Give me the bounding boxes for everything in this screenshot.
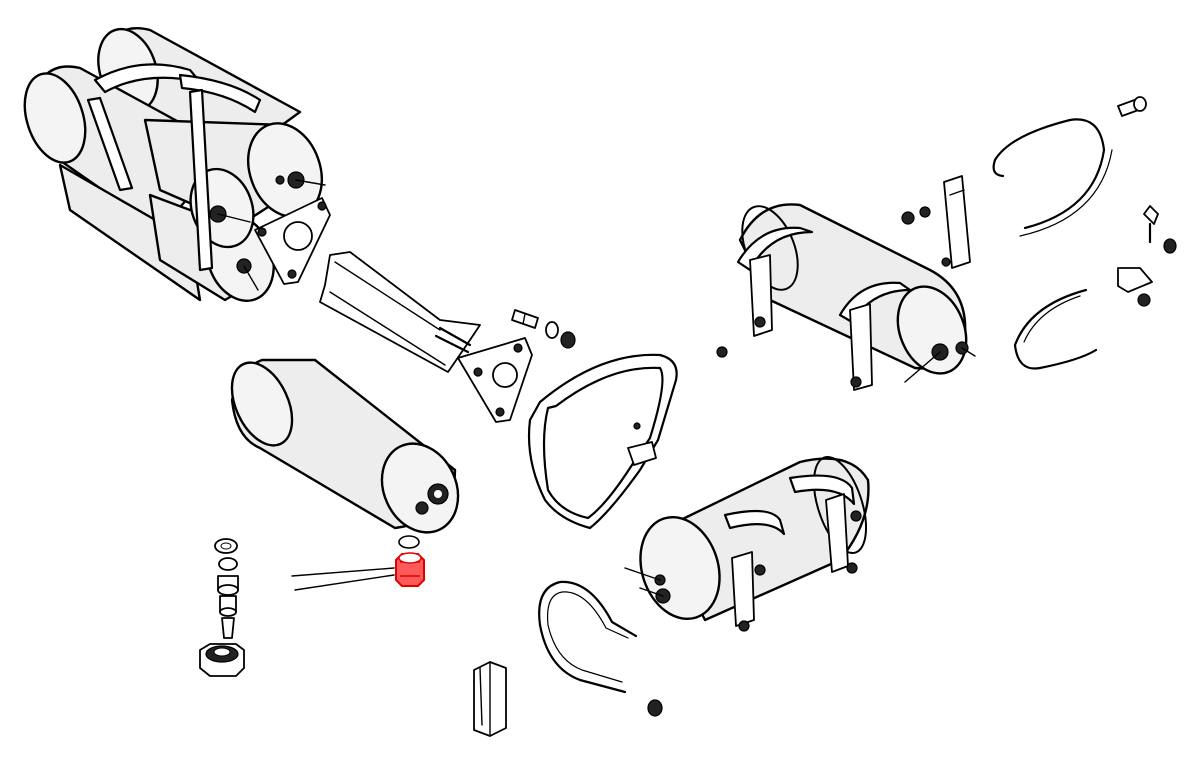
single-air-tank[interactable] [220,353,472,545]
nuts-upper-middle[interactable] [901,206,931,225]
bolt-vertical-right[interactable] [1143,205,1177,254]
horizontal-tank-upper[interactable] [716,198,979,391]
u-bolt-right[interactable] [1013,288,1098,370]
channel-bracket[interactable] [473,661,507,737]
horizontal-tank-lower[interactable] [624,451,876,632]
u-bolt-lower[interactable] [538,580,663,717]
loop-strap[interactable] [527,353,678,530]
bolt-upper-right[interactable] [1117,96,1147,117]
callout-leader-lines [291,567,395,591]
mounting-bracket-vertical[interactable] [941,175,971,269]
mounting-panel[interactable] [319,251,533,423]
tank-bundle-assembly[interactable] [14,21,334,310]
angle-bracket-right[interactable] [1117,267,1153,307]
fitting-stack[interactable] [199,538,245,677]
u-bolt-upper[interactable] [992,118,1113,237]
red-hex-fitting[interactable] [395,535,425,587]
bolt-set-middle[interactable] [511,309,576,349]
